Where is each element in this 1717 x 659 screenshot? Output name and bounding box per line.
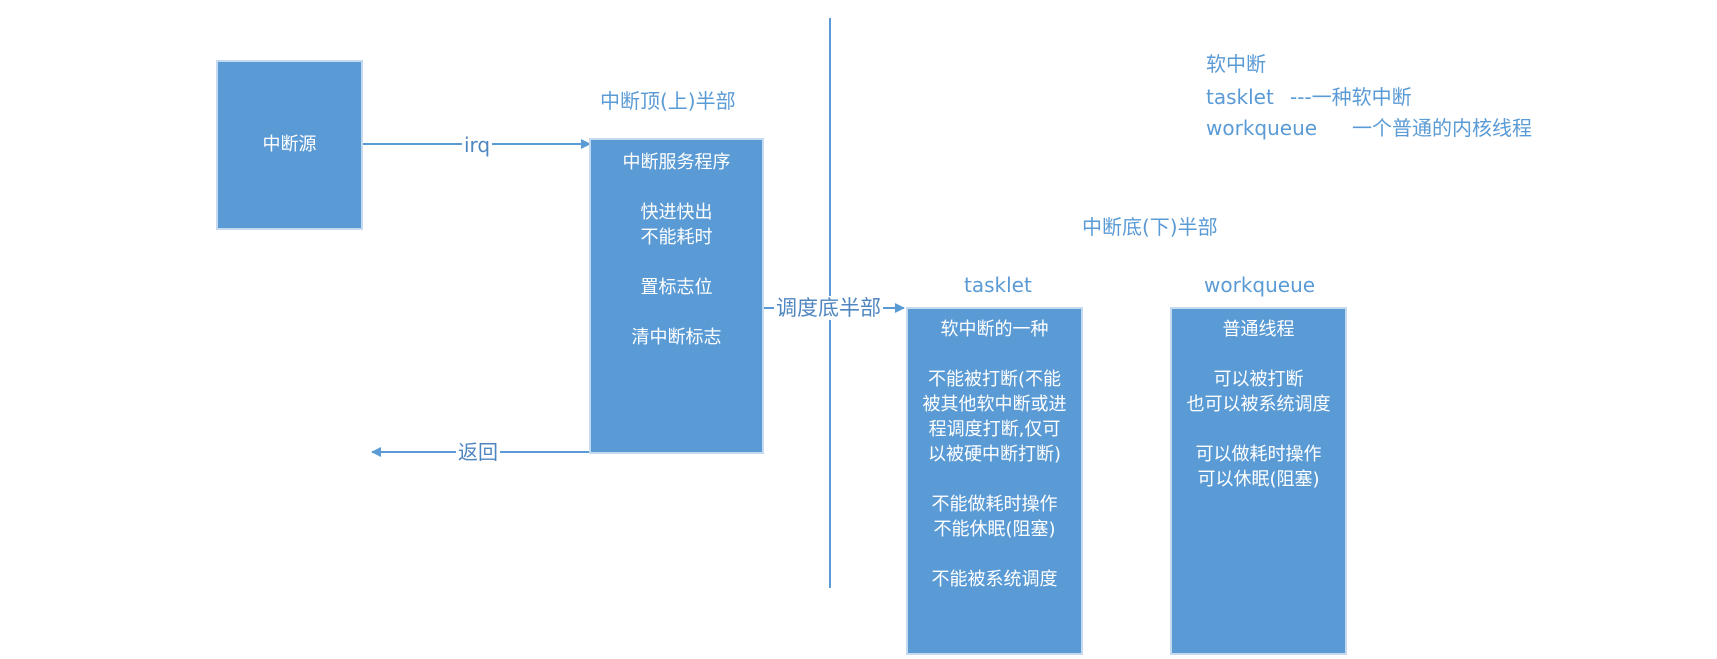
line-gap <box>591 250 762 275</box>
box-text-line: 中断服务程序 <box>622 152 731 173</box>
box-text-line: 可以休眠(阻塞) <box>1197 469 1320 490</box>
box-text-line: 普通线程 <box>1222 319 1295 340</box>
line-gap <box>908 342 1081 367</box>
tasklet-box: 软中断的一种不能被打断(不能被其他软中断或进程调度打断,仅可以被硬中断打断) 不能… <box>906 307 1083 655</box>
box-text-line: 软中断的一种 <box>940 319 1049 340</box>
irq-label: irq <box>462 133 493 157</box>
return-label: 返回 <box>456 440 500 464</box>
box-text-line: 快进快出 <box>640 202 713 223</box>
legend-workqueue-name: workqueue <box>1206 116 1318 140</box>
isr-lines: 中断服务程序快进快出不能耗时置标志位清中断标志 <box>591 150 762 350</box>
box-text-line: 可以做耗时操作 <box>1195 444 1322 465</box>
box-text-line: 被其他软中断或进 <box>922 394 1067 415</box>
line-gap <box>1172 342 1345 367</box>
legend-workqueue-desc: 一个普通的内核线程 <box>1352 116 1532 140</box>
workqueue-title: workqueue <box>1204 273 1316 297</box>
box-text-line: 不能休眠(阻塞) <box>933 519 1056 540</box>
bottom-half-title: 中断底(下)半部 <box>1082 215 1218 239</box>
top-half-title: 中断顶(上)半部 <box>600 89 736 113</box>
box-text-line: 不能被系统调度 <box>931 569 1058 590</box>
box-text-line: 也可以被系统调度 <box>1186 394 1331 415</box>
line-gap <box>1172 417 1345 442</box>
box-text-line: 不能耗时 <box>640 227 713 248</box>
legend-softirq: 软中断 <box>1206 52 1266 76</box>
line-gap <box>908 467 1081 492</box>
workqueue-lines: 普通线程可以被打断也可以被系统调度可以做耗时操作可以休眠(阻塞) <box>1172 317 1345 492</box>
legend-tasklet-name: tasklet <box>1206 85 1274 109</box>
schedule-bottom-label: 调度底半部 <box>774 296 883 320</box>
box-text-line: 以被硬中断打断) <box>927 444 1062 465</box>
line-gap <box>591 175 762 200</box>
line-gap <box>908 542 1081 567</box>
box-text-line: 清中断标志 <box>631 327 722 348</box>
box-text-line: 置标志位 <box>640 277 713 298</box>
box-text-line: 不能做耗时操作 <box>931 494 1058 515</box>
box-text-line: 可以被打断 <box>1213 369 1304 390</box>
isr-box: 中断服务程序快进快出不能耗时置标志位清中断标志 <box>589 138 764 454</box>
workqueue-box: 普通线程可以被打断也可以被系统调度可以做耗时操作可以休眠(阻塞) <box>1170 307 1347 655</box>
tasklet-lines: 软中断的一种不能被打断(不能被其他软中断或进程调度打断,仅可以被硬中断打断) 不能… <box>908 317 1081 592</box>
box-text-line: 不能被打断(不能 <box>927 369 1062 390</box>
line-gap <box>591 300 762 325</box>
interrupt-source-box: 中断源 <box>216 60 363 230</box>
interrupt-source-label: 中断源 <box>262 134 317 155</box>
legend-tasklet-desc: ---一种软中断 <box>1290 85 1412 109</box>
tasklet-title: tasklet <box>964 273 1032 297</box>
box-text-line: 程调度打断,仅可 <box>928 419 1061 440</box>
